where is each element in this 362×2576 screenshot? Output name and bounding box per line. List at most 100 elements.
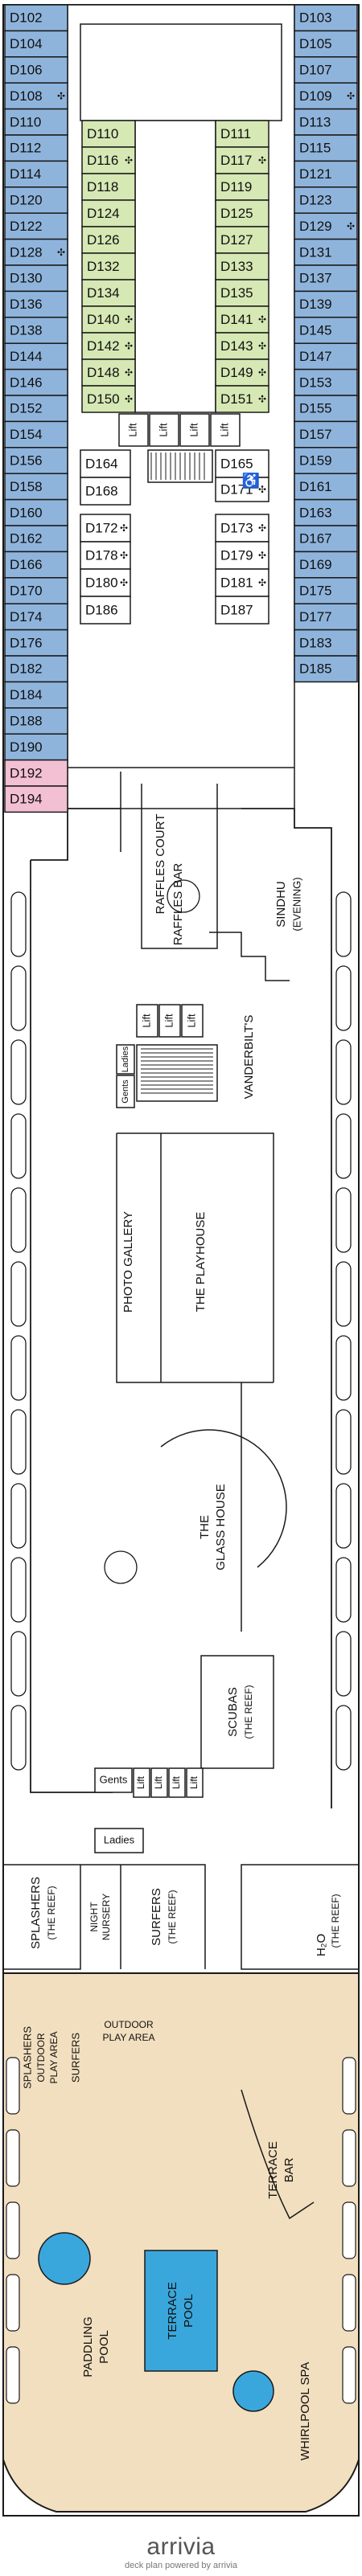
cabin-number: D188 (10, 713, 43, 728)
cabin-d161: D161 (294, 473, 358, 501)
cabin-d137: D137 (294, 264, 358, 293)
cabin-box (215, 226, 269, 254)
cabin-d165: D165 (215, 449, 269, 478)
terrace-bar-label-1: TERRACE (266, 2141, 280, 2199)
terrace-pool-label-1: TERRACE (166, 2282, 179, 2340)
playhouse-label: THE PLAYHOUSE (194, 1212, 208, 1313)
lift-mid-1: Lift (136, 1004, 158, 1038)
night-nursery-label-1: NIGHT (88, 1902, 100, 1932)
cabin-number: D105 (299, 36, 332, 51)
cabin-box (294, 56, 358, 84)
accessible-cabin-icon: ✣ (120, 577, 128, 588)
cabin-box (294, 342, 358, 371)
cabin-number: D190 (10, 739, 43, 755)
cabin-number: D127 (220, 232, 253, 248)
cabin-number: D141 (220, 312, 253, 327)
cabin-box (81, 199, 136, 227)
cabin-d194: D194 (4, 785, 68, 813)
cabin-d128: D128✣ (4, 238, 68, 266)
ladies-label: Ladies (121, 1046, 130, 1072)
lift-label: Lift (135, 1775, 146, 1789)
cabin-d164: D164 (80, 449, 131, 478)
lift-box (133, 1767, 150, 1798)
cabin-number: D133 (220, 259, 253, 274)
window (10, 1483, 27, 1549)
cabin-number: D194 (10, 792, 43, 807)
upper-void (80, 23, 282, 121)
cabin-d124: D124 (81, 199, 136, 227)
scubas-label: SCUBAS (226, 1687, 240, 1737)
cabin-box (215, 358, 269, 387)
cabin-number: D161 (299, 479, 332, 494)
surfers-outdoor-label-1: SURFERS (69, 2033, 81, 2083)
cabin-d162: D162 (4, 525, 68, 553)
window (335, 1483, 352, 1549)
accessible-cabin-icon: ✣ (258, 314, 266, 326)
cabin-d151: D151 ✣ (215, 385, 269, 413)
cabin-box (81, 385, 136, 413)
cabin-d113: D113 (294, 108, 358, 136)
surfers-outdoor-label-3: PLAY AREA (103, 2032, 155, 2043)
cabin-number: D181 (220, 575, 253, 590)
cabin-d138: D138 (4, 317, 68, 344)
cabin-box (4, 681, 68, 709)
cabin-box (4, 577, 68, 604)
cabin-number: D129 (299, 219, 332, 234)
accessible-cabin-icon: ✣ (125, 155, 133, 166)
cabin-number: D128 (10, 244, 43, 260)
arrivia-logo: arrivia (0, 2533, 362, 2561)
cabin-number: D185 (299, 661, 332, 677)
lift-label: Lift (188, 1775, 200, 1789)
cabin-d114: D114 (4, 160, 68, 188)
cabin-d108: D108✣ (4, 82, 68, 110)
cabin-box (215, 252, 269, 281)
accessible-cabin-icon: ✣ (258, 394, 266, 405)
window (335, 891, 352, 957)
lift-box (179, 413, 210, 447)
cabin-d135: D135 (215, 279, 269, 307)
cabin-number: D120 (10, 192, 43, 207)
cabin-d180: D180✣ (80, 568, 131, 597)
cabin-box (80, 514, 131, 543)
cabin-number: D159 (299, 453, 332, 468)
cabin-number: D179 (220, 547, 253, 563)
cabin-number: D164 (85, 456, 118, 471)
cabin-d112: D112 (4, 134, 68, 162)
cabin-number: D151 (220, 391, 253, 407)
cabin-d148: D148✣ (81, 358, 136, 387)
cabin-d190: D190 (4, 733, 68, 761)
cabin-number: D116 (87, 153, 118, 168)
terrace-pool (144, 2250, 218, 2372)
cabin-box (4, 733, 68, 761)
ladies-room (116, 1044, 135, 1075)
cabin-number: D117 (220, 153, 252, 168)
accessible-cabin-icon: ✣ (120, 522, 128, 534)
window (10, 1335, 27, 1401)
cabin-d109: D109✣ (294, 82, 358, 110)
lift-box (149, 413, 179, 447)
lift-label: Lift (185, 1014, 197, 1028)
accessible-cabin-icon: ✣ (125, 314, 133, 326)
cabin-number: D148 (87, 365, 120, 380)
accessible-cabin-icon: ✣ (258, 577, 266, 588)
cabin-number: D137 (299, 271, 332, 286)
lift-label: Lift (218, 423, 230, 437)
cabin-number: D171 (220, 481, 253, 497)
cabin-box (215, 596, 269, 625)
window (10, 1631, 27, 1697)
cabin-number: D176 (10, 635, 43, 650)
whirlpool-spa-label: WHIRLPOOL SPA (298, 2362, 312, 2461)
cabin-number: D183 (299, 635, 332, 650)
cabin-d182: D182 (4, 655, 68, 683)
cabin-box (81, 252, 136, 281)
cabin-number: D182 (10, 661, 43, 677)
cabin-d121: D121 (294, 160, 358, 188)
spiral-stair (167, 879, 200, 913)
window (335, 965, 352, 1031)
cabin-d111: D111 (215, 120, 269, 148)
window (10, 1409, 27, 1475)
cabin-number: D102 (10, 10, 43, 26)
cabin-box (215, 120, 269, 148)
cabin-d186: D186 (80, 596, 131, 625)
